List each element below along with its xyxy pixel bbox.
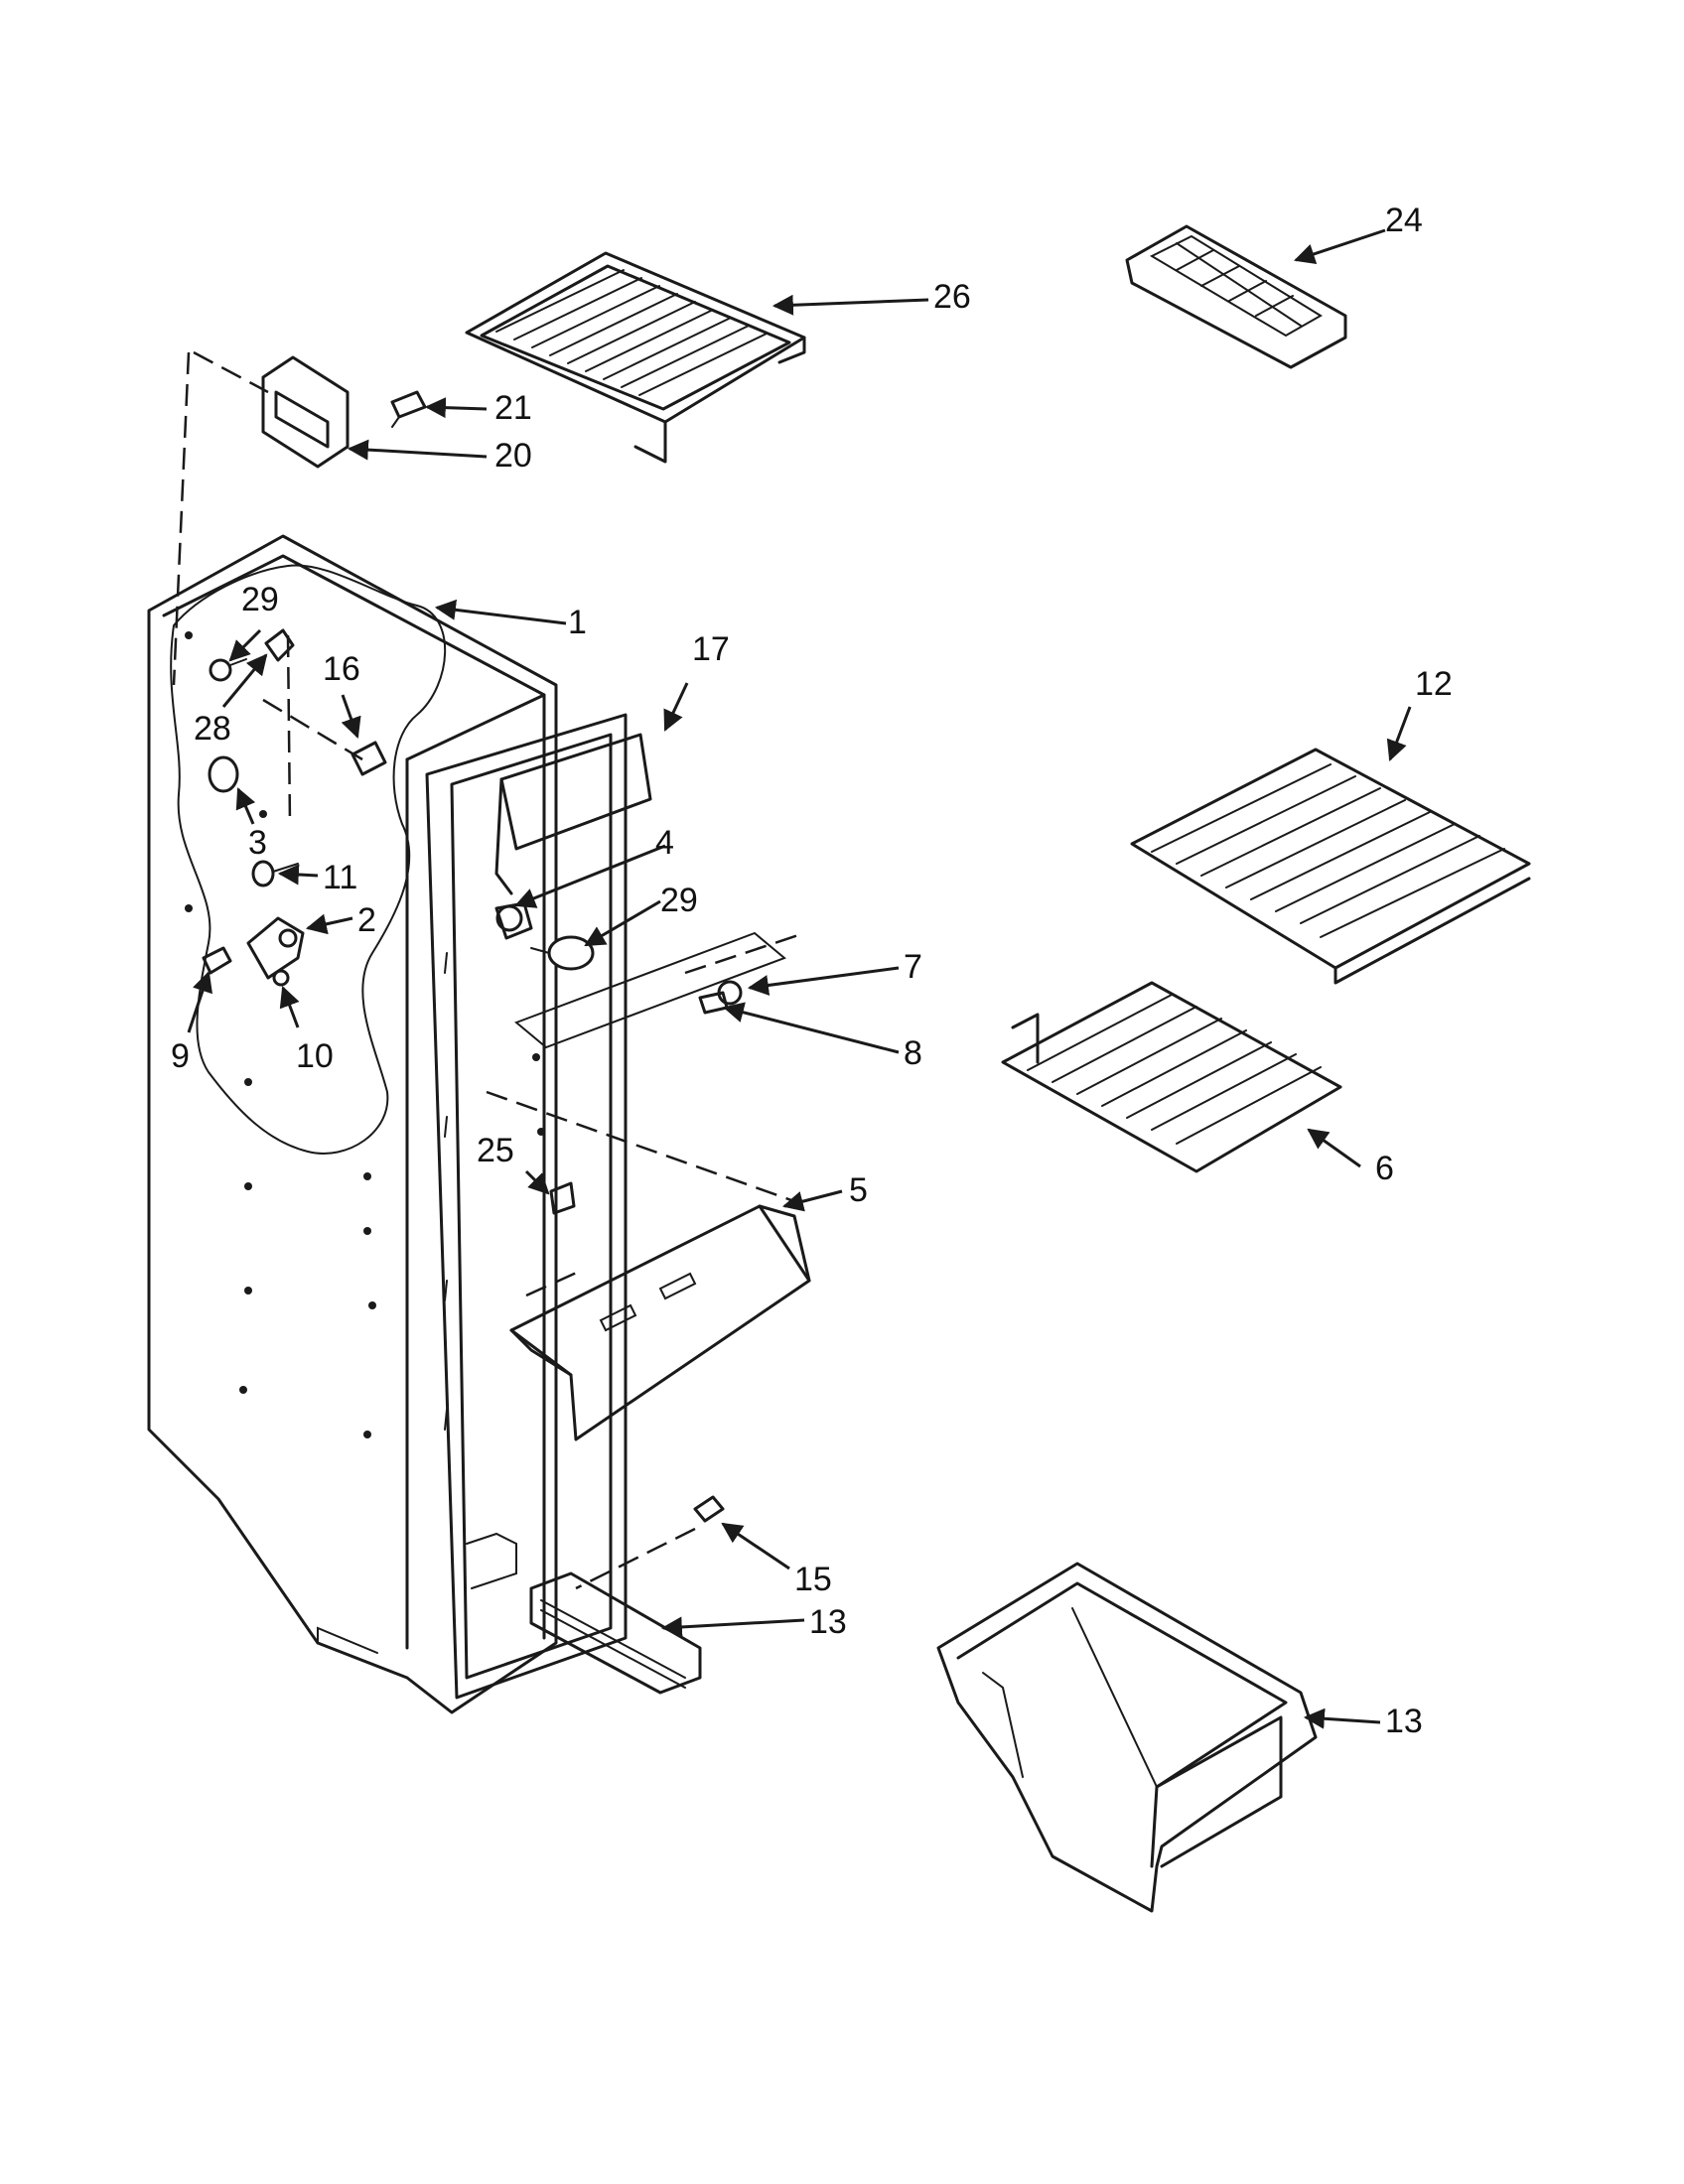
leaders [187, 228, 1412, 1729]
callout-9: 9 [171, 1037, 190, 1075]
assembly-lines [172, 350, 805, 1590]
callout-19: 17 [692, 630, 730, 668]
ice-bin [936, 1562, 1318, 1913]
callout-13: 13 [809, 1603, 847, 1641]
wire-shelf-small [1001, 981, 1342, 1173]
callout-4: 4 [655, 824, 674, 862]
small-parts [202, 628, 786, 1523]
callout-15: 13 [1385, 1703, 1423, 1740]
callout-21: 21 [494, 389, 532, 427]
callout-2: 2 [357, 901, 376, 939]
callout-28: 28 [194, 710, 231, 748]
ice-cube-tray [1125, 224, 1347, 369]
callout-10: 10 [296, 1037, 334, 1075]
callout-1: 1 [568, 604, 587, 641]
callout-6: 6 [1375, 1150, 1394, 1187]
callout-5: 5 [849, 1171, 868, 1209]
grille [529, 1571, 702, 1695]
callout-8: 8 [904, 1034, 922, 1072]
callout-25: 25 [477, 1132, 514, 1169]
callout-labels: 24 26 21 20 1 29 28 16 3 11 2 9 10 17 4 … [171, 202, 1453, 1740]
callout-20: 20 [494, 437, 532, 475]
light-shield [494, 733, 652, 895]
callout-16: 15 [794, 1561, 832, 1598]
callout-3: 3 [248, 824, 267, 862]
freezer-liner [147, 534, 628, 1714]
callout-26: 26 [933, 278, 971, 316]
callout-11: 11 [323, 859, 357, 896]
callout-7: 7 [904, 948, 922, 986]
air-duct-cover [509, 1204, 811, 1441]
callout-29-lower: 29 [660, 882, 698, 919]
callout-12: 12 [1415, 665, 1453, 703]
bracket [261, 355, 350, 469]
freezer-shelf [465, 251, 806, 464]
callout-24: 24 [1385, 202, 1423, 239]
wire-shelf-large [1130, 748, 1531, 985]
bracket-screw [390, 390, 427, 428]
callout-17: 16 [323, 650, 360, 688]
callout-29-upper: 29 [241, 581, 279, 618]
